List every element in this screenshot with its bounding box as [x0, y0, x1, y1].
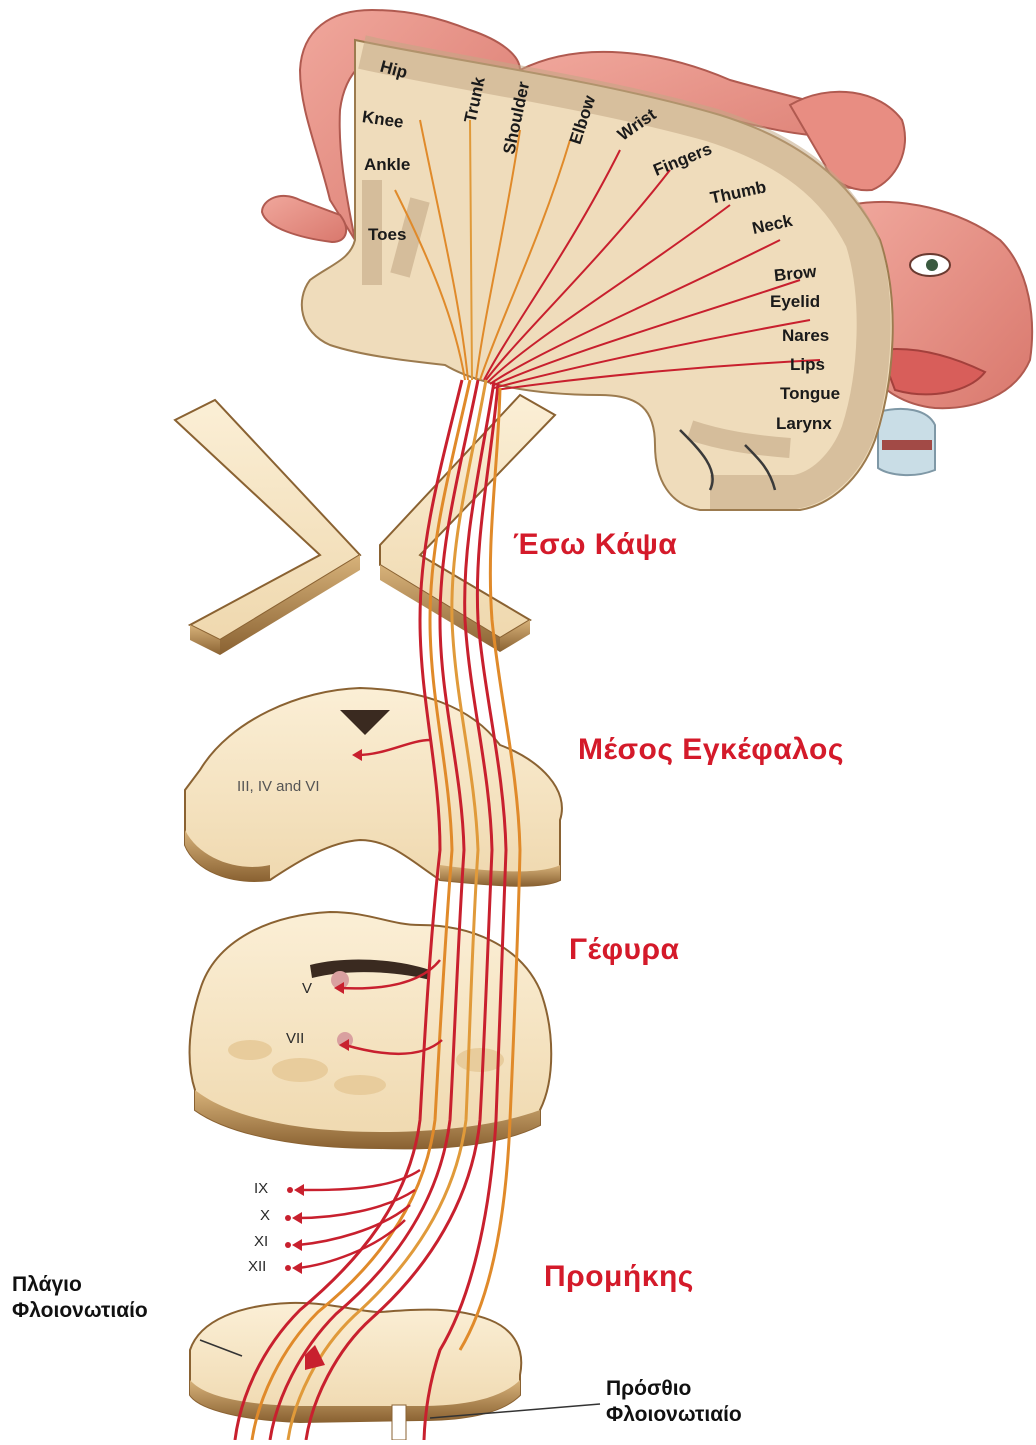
descending-tract-bundle: [235, 380, 520, 1440]
label-pons: Γέφυρα: [569, 933, 680, 967]
label-anterior-corticospinal: Πρόσθιο Φλοιονωτιαίο: [606, 1376, 742, 1428]
label-larynx: Larynx: [776, 414, 832, 434]
label-nucleus-vii: VII: [286, 1030, 304, 1047]
label-lateral-corticospinal: Πλάγιο Φλοιονωτιαίο: [12, 1272, 148, 1324]
label-toes: Toes: [368, 225, 406, 245]
label-lips: Lips: [790, 355, 825, 375]
label-nerve-xii: XII: [248, 1258, 266, 1275]
label-anterior-line1: Πρόσθιο: [606, 1376, 742, 1402]
label-internal-capsule: Έσω Κάψα: [513, 528, 677, 562]
label-nerve-xi: XI: [254, 1233, 268, 1250]
label-tongue: Tongue: [780, 384, 840, 404]
label-nerve-ix: IX: [254, 1180, 268, 1197]
label-lateral-line2: Φλοιονωτιαίο: [12, 1298, 148, 1324]
label-medulla: Προμήκης: [544, 1260, 694, 1294]
label-nucleus-v: V: [302, 980, 312, 997]
nucleus-dots: [285, 1187, 293, 1271]
label-lateral-line1: Πλάγιο: [12, 1272, 148, 1298]
label-anterior-line2: Φλοιονωτιαίο: [606, 1402, 742, 1428]
label-nerve-x: X: [260, 1207, 270, 1224]
label-nuclei-iii-iv-vi: III, IV and VI: [237, 778, 320, 795]
label-ankle: Ankle: [364, 155, 410, 175]
label-nares: Nares: [782, 326, 829, 346]
label-midbrain: Μέσος Εγκέφαλος: [578, 733, 844, 767]
label-eyelid: Eyelid: [770, 292, 820, 312]
